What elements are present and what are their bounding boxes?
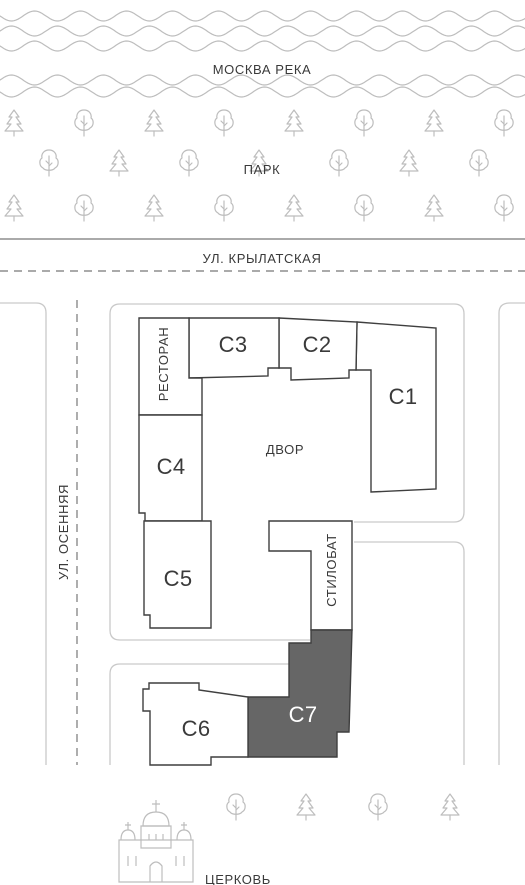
building-c7-label: С7 (289, 702, 318, 727)
fir-tree-icon (109, 149, 129, 177)
building-c2[interactable] (278, 317, 358, 381)
church-label: ЦЕРКОВЬ (205, 872, 271, 885)
fir-tree-icon (440, 793, 460, 821)
river-label: МОСКВА РЕКА (213, 62, 312, 77)
fir-tree-icon (284, 194, 304, 222)
building-c2-label: С2 (303, 332, 332, 357)
deciduous-tree-icon (74, 194, 94, 222)
block-outline-main (120, 303, 465, 523)
stylobate-label: СТИЛОБАТ (324, 533, 339, 607)
building-c5[interactable] (143, 520, 212, 629)
river-wave-line (0, 10, 525, 22)
deciduous-tree-icon (368, 793, 388, 821)
deciduous-tree-icon (179, 149, 199, 177)
river-wave-line (0, 74, 525, 86)
building-c6[interactable] (142, 682, 249, 766)
street-right-edge (498, 302, 525, 765)
river-wave-line (0, 25, 525, 37)
fir-tree-icon (4, 194, 24, 222)
river-wave-line (0, 86, 525, 98)
church-icon (118, 800, 194, 883)
deciduous-tree-icon (214, 194, 234, 222)
river-wave-line (0, 40, 525, 52)
deciduous-tree-icon (39, 149, 59, 177)
block-outline-left (109, 303, 310, 641)
river-waves (0, 10, 525, 98)
deciduous-tree-icon (214, 109, 234, 137)
deciduous-tree-icon (226, 793, 246, 821)
deciduous-tree-icon (494, 194, 514, 222)
fir-tree-icon (284, 109, 304, 137)
fir-tree-icon (4, 109, 24, 137)
restaurant-label: РЕСТОРАН (156, 327, 171, 401)
deciduous-tree-icon (329, 149, 349, 177)
deciduous-tree-icon (494, 109, 514, 137)
fir-tree-icon (399, 149, 419, 177)
fir-tree-icon (424, 109, 444, 137)
deciduous-tree-icon (354, 194, 374, 222)
fir-tree-icon (424, 194, 444, 222)
park-label: ПАРК (244, 162, 281, 177)
courtyard-label: ДВОР (266, 442, 304, 457)
south-trees (226, 793, 460, 821)
building-c5-label: С5 (164, 566, 193, 591)
deciduous-tree-icon (74, 109, 94, 137)
block-outline-right (354, 541, 465, 765)
deciduous-tree-icon (469, 149, 489, 177)
deciduous-tree-icon (354, 109, 374, 137)
building-c1-label: С1 (389, 384, 418, 409)
building-c7[interactable] (247, 629, 353, 758)
block-outline-south (109, 663, 290, 765)
fir-tree-icon (296, 793, 316, 821)
street-left-label: УЛ. ОСЕННЯЯ (56, 484, 71, 580)
building-c3-label: С3 (219, 332, 248, 357)
building-c4-label: С4 (157, 454, 186, 479)
street-top-label: УЛ. КРЫЛАТСКАЯ (203, 251, 322, 266)
building-stylobate[interactable] (268, 520, 353, 631)
building-c6-label: С6 (182, 716, 211, 741)
fir-tree-icon (144, 194, 164, 222)
fir-tree-icon (144, 109, 164, 137)
street-left-edge (0, 302, 47, 765)
